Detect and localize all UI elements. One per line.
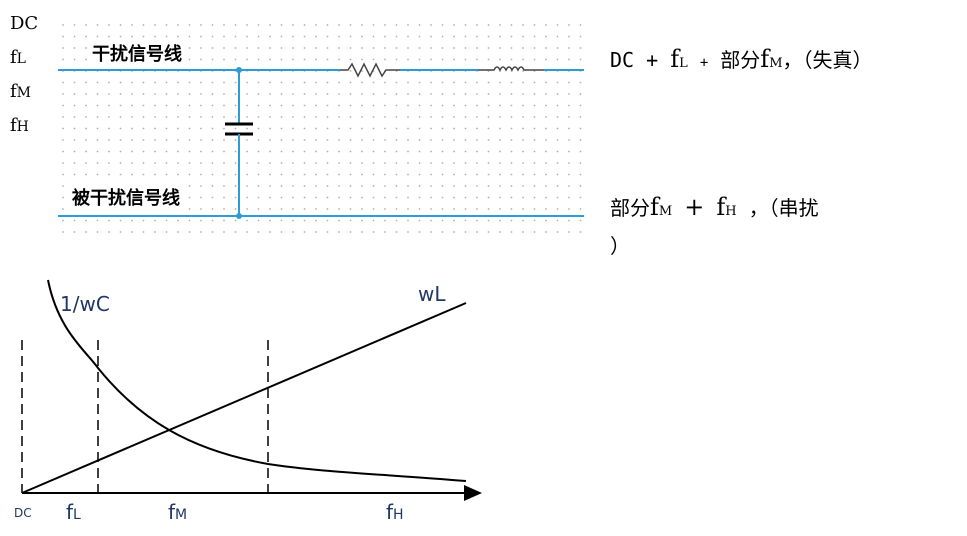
victim-output-text: 部分fM + fH ，（串扰 (610, 193, 819, 221)
victim-output-text-line2: ） (610, 234, 630, 258)
capacitive-curve-label: 1/wC (60, 292, 110, 316)
aggressor-line-label: 干扰信号线 (90, 40, 184, 66)
axis-fh-label: fH (386, 500, 404, 524)
axis-fl-label: fL (66, 500, 81, 524)
victim-line-label: 被干扰信号线 (70, 184, 182, 210)
input-fl-label: fL (10, 47, 26, 68)
aggressor-output-text: DC + fL + 部分fM，（失真） (610, 45, 873, 73)
capacitive-reactance-curve (47, 279, 467, 482)
axis-fm-label: fM (168, 500, 188, 524)
resistor-symbol (340, 62, 400, 78)
inductive-curve-label: wL (418, 282, 446, 306)
axis-dc-label: DC (14, 506, 32, 520)
input-dc-label: DC (10, 13, 39, 34)
input-fh-label: fH (10, 115, 29, 136)
inductor-symbol (478, 66, 544, 72)
inductive-reactance-curve (21, 302, 467, 494)
input-fm-label: fM (10, 81, 32, 102)
